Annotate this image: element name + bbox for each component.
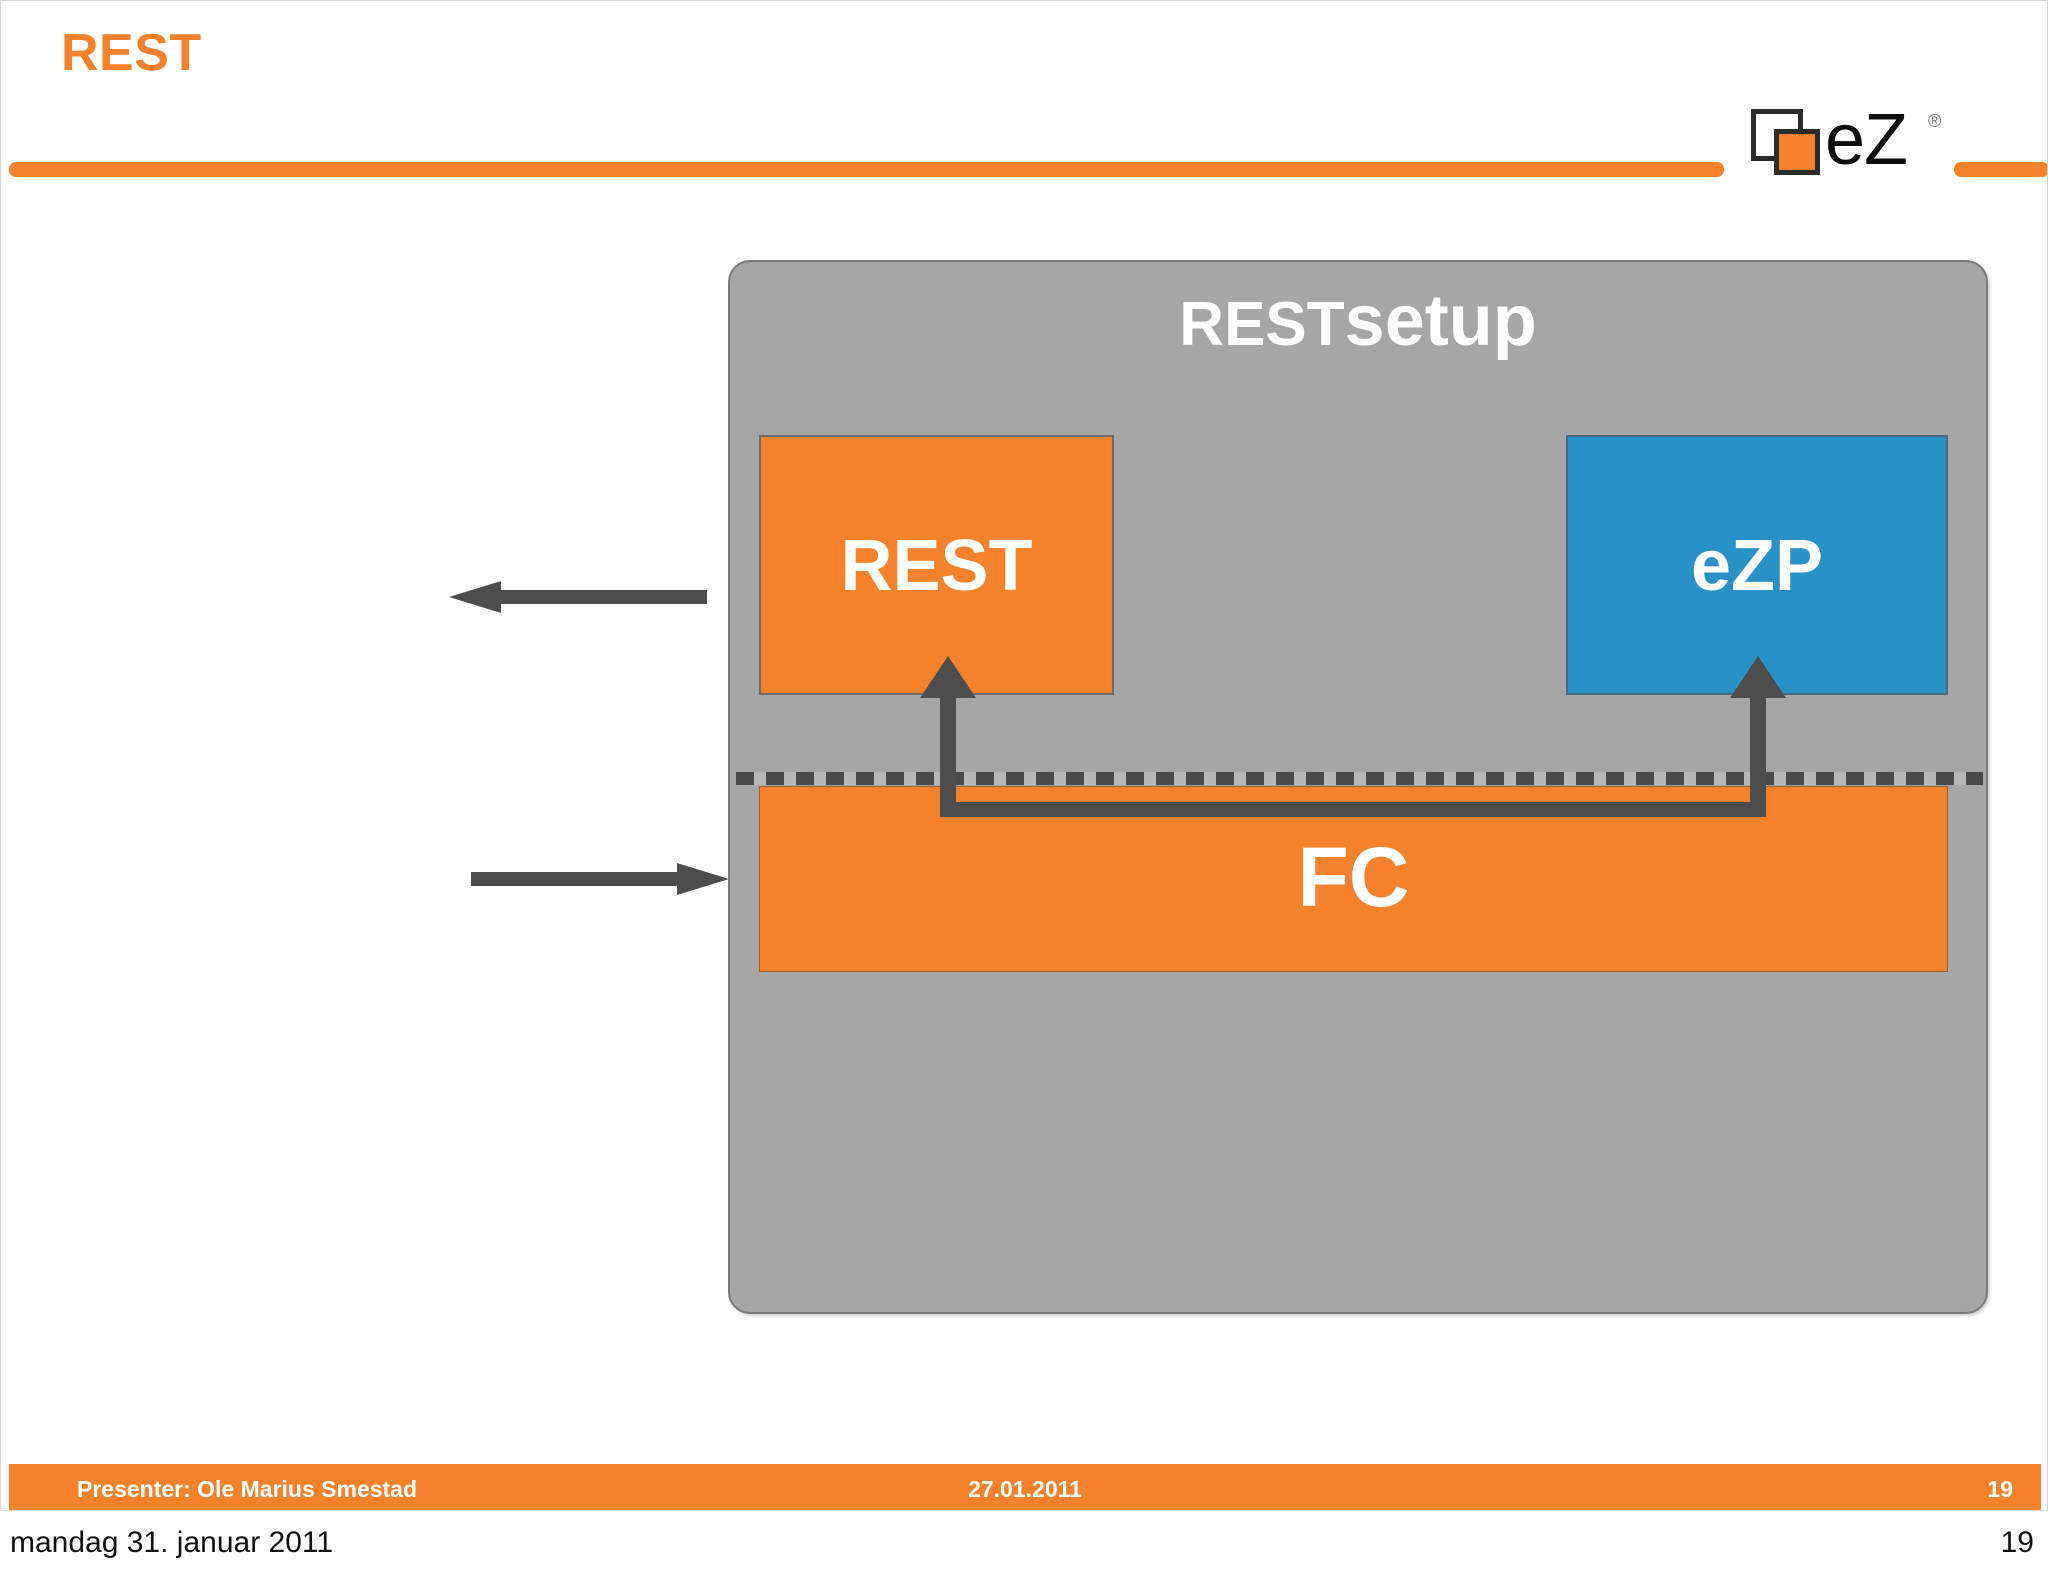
diagram-panel-title: RESTsetup: [728, 280, 1988, 362]
boundary-dashed-line: [736, 772, 1983, 785]
logo-wordmark: eZ: [1825, 100, 1908, 180]
logo-square-filled-icon: [1774, 129, 1820, 175]
status-strip: mandag 31. januar 2011 19: [0, 1512, 2048, 1576]
inbound-arrow-head-icon: [677, 863, 729, 895]
header-rule-right: [1954, 162, 2047, 177]
footer-slide-number: 19: [1987, 1476, 2013, 1502]
footer-presenter: Presenter: Ole Marius Smestad: [77, 1476, 418, 1502]
rest-box-label: REST: [840, 526, 1033, 606]
ez-logo: eZ ®: [1751, 99, 1951, 177]
logo-registered-icon: ®: [1928, 111, 1942, 131]
status-page-number: 19: [2000, 1526, 2034, 1559]
fc-to-ezp-arrow-head-icon: [1730, 656, 1786, 698]
footer-date: 27.01.2011: [968, 1476, 1082, 1502]
outbound-arrow-head-icon: [449, 581, 501, 613]
slide-canvas: REST eZ ® RESTsetup REST eZP FC: [0, 0, 2048, 1511]
ezp-box-label: eZP: [1690, 526, 1824, 606]
fc-to-rest-arrow-shaft: [940, 678, 956, 810]
diagram-title-part2: setup: [1344, 281, 1537, 361]
inbound-arrow-shaft: [471, 872, 681, 886]
page-title: REST: [61, 24, 202, 82]
diagram-title-part1: REST: [1179, 290, 1345, 359]
header-rule-left: [9, 162, 1724, 177]
status-date: mandag 31. januar 2011: [10, 1526, 334, 1559]
ezp-box: eZP: [1566, 435, 1948, 695]
outbound-arrow-icon: [449, 581, 707, 613]
slide-footer: Presenter: Ole Marius Smestad 27.01.2011…: [9, 1464, 2041, 1510]
inbound-arrow-icon: [471, 863, 729, 895]
outbound-arrow-shaft: [497, 590, 707, 604]
fc-to-ezp-arrow-shaft: [1750, 678, 1766, 810]
fc-box-label: FC: [1297, 830, 1410, 924]
rest-setup-diagram: RESTsetup REST eZP FC: [728, 260, 1988, 1314]
fc-box: FC: [759, 786, 1948, 972]
fc-connector-line: [940, 802, 1766, 817]
fc-to-rest-arrow-head-icon: [920, 656, 976, 698]
